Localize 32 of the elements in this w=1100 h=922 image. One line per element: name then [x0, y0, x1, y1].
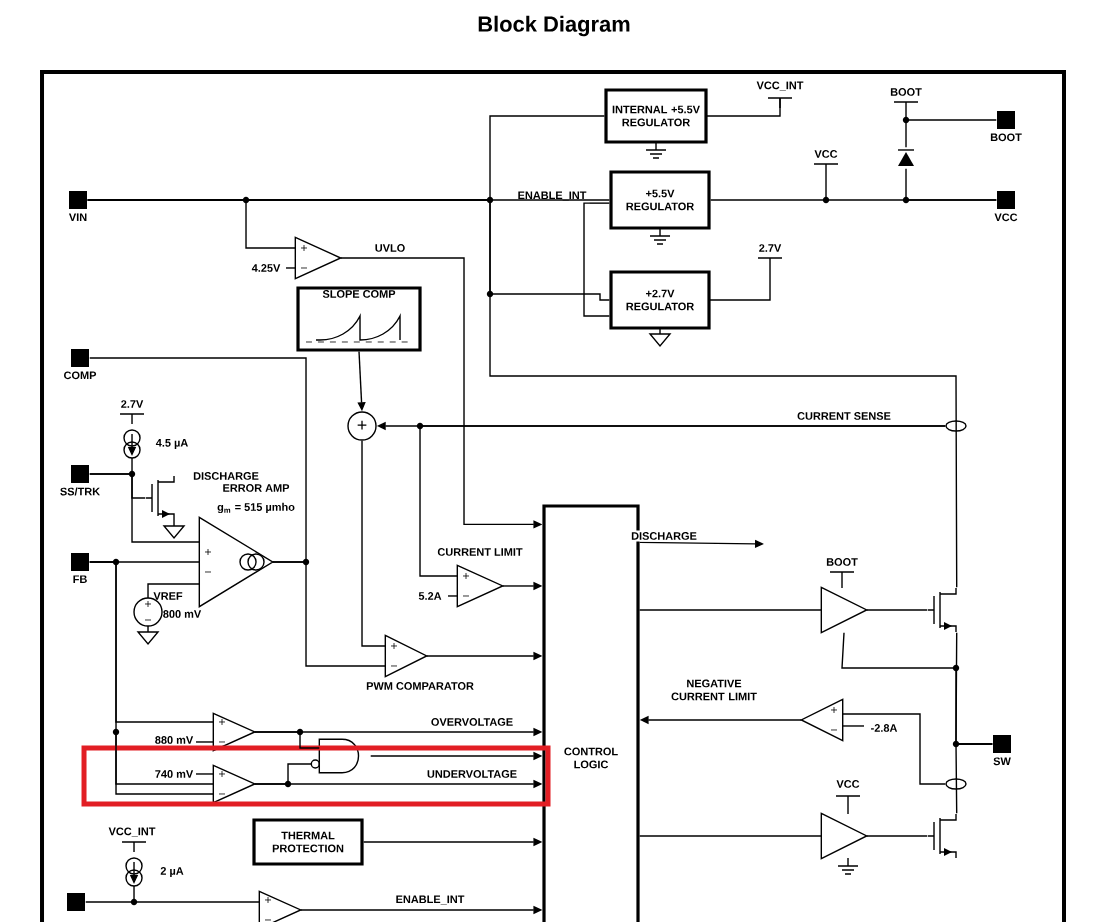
amplifier [820, 586, 869, 634]
transistor-symbol [927, 813, 957, 859]
connector [842, 713, 946, 785]
connector [638, 835, 822, 837]
connector [905, 119, 997, 148]
current-sense-symbol [945, 420, 967, 432]
connector [89, 473, 146, 499]
current-sense-symbol [945, 778, 967, 790]
amplifier [820, 812, 869, 860]
connector [841, 631, 993, 745]
connector [89, 357, 307, 563]
connector [583, 202, 611, 317]
connector [89, 561, 214, 795]
connector [85, 901, 260, 903]
connector [866, 835, 928, 837]
connector [419, 425, 946, 577]
transistor-symbol [927, 587, 957, 633]
title: Block Diagram [478, 15, 630, 37]
summing-junction: + [347, 411, 377, 441]
amplifier [258, 890, 303, 922]
connector [905, 168, 997, 201]
transistor-symbol [145, 475, 175, 521]
connector [254, 731, 320, 749]
pin [67, 893, 85, 911]
diode-symbol [897, 149, 915, 166]
connector [87, 199, 958, 588]
connector [588, 202, 611, 204]
connector [866, 609, 928, 611]
logic-gate [310, 738, 360, 774]
connector [638, 609, 822, 611]
connector [254, 763, 312, 785]
connector [361, 440, 386, 647]
